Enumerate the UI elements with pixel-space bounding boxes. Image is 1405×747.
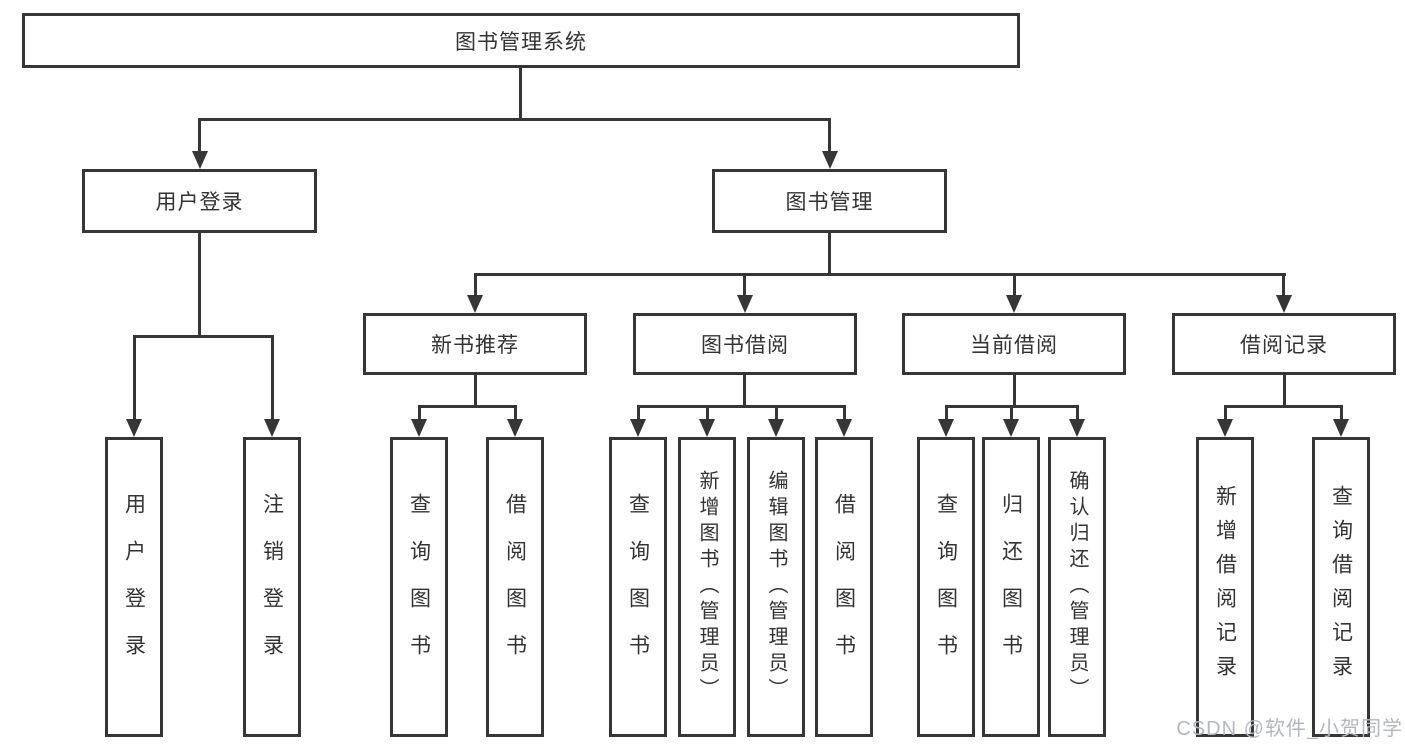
node-current-borrowing-label: 当前借阅 — [970, 334, 1058, 357]
leaf-add-borrow-record-label: 新增借阅记录 — [1213, 485, 1237, 689]
connector-line — [1013, 273, 1016, 295]
leaf-query-borrow-record-label: 查询借阅记录 — [1329, 485, 1353, 689]
arrow-down-icon — [1217, 419, 1233, 437]
leaf-query-books-borrowing: 查询图书 — [609, 437, 667, 737]
connector-line — [945, 405, 948, 419]
arrow-down-icon — [822, 151, 838, 169]
leaf-add-borrow-record: 新增借阅记录 — [1196, 437, 1254, 737]
connector-line — [1010, 405, 1013, 419]
connector-line — [775, 405, 778, 419]
leaf-borrow-books-recommend-label: 借阅图书 — [503, 493, 527, 681]
node-book-management-label: 图书管理 — [785, 191, 874, 214]
node-user-login: 用户登录 — [82, 169, 317, 233]
connector-line — [828, 118, 831, 152]
arrow-down-icon — [836, 419, 852, 437]
connector-line — [1282, 273, 1285, 295]
leaf-query-books-recommend: 查询图书 — [390, 437, 448, 737]
leaf-borrow-books-borrowing-label: 借阅图书 — [832, 493, 856, 681]
leaf-return-books-label: 归还图书 — [999, 493, 1023, 681]
leaf-edit-book-admin: 编辑图书（管理员） — [747, 437, 805, 737]
arrow-down-icon — [1276, 295, 1292, 313]
connector-line — [198, 118, 831, 121]
connector-line — [519, 68, 522, 118]
node-book-borrowing-label: 图书借阅 — [701, 334, 789, 357]
arrow-down-icon — [192, 151, 208, 169]
connector-line — [271, 335, 274, 419]
connector-line — [474, 273, 477, 295]
connector-line — [706, 405, 709, 419]
leaf-query-books-borrowing-label: 查询图书 — [626, 493, 650, 681]
arrow-down-icon — [411, 419, 427, 437]
node-new-book-recommendation-label: 新书推荐 — [431, 334, 519, 357]
arrow-down-icon — [507, 419, 523, 437]
node-root: 图书管理系统 — [22, 13, 1020, 68]
connector-line — [743, 273, 746, 295]
connector-line — [514, 405, 517, 419]
connector-line — [1013, 375, 1016, 405]
arrow-down-icon — [699, 419, 715, 437]
connector-line — [1076, 405, 1079, 419]
leaf-user-login: 用户登录 — [105, 437, 163, 737]
arrow-down-icon — [768, 419, 784, 437]
leaf-add-book-admin-label: 新增图书（管理员） — [696, 470, 718, 704]
arrow-down-icon — [1069, 419, 1085, 437]
leaf-edit-book-admin-label: 编辑图书（管理员） — [765, 470, 787, 704]
leaf-query-books-current-label: 查询图书 — [934, 493, 958, 681]
arrow-down-icon — [737, 295, 753, 313]
leaf-query-books-recommend-label: 查询图书 — [407, 493, 431, 681]
node-borrowing-records: 借阅记录 — [1172, 313, 1396, 375]
arrow-down-icon — [1333, 419, 1349, 437]
connector-line — [1340, 405, 1343, 419]
connector-line — [133, 335, 136, 419]
connector-line — [133, 335, 274, 338]
connector-line — [1283, 375, 1286, 405]
leaf-confirm-return-admin-label: 确认归还（管理员） — [1066, 470, 1088, 704]
node-current-borrowing: 当前借阅 — [902, 313, 1126, 375]
arrow-down-icon — [1006, 295, 1022, 313]
leaf-confirm-return-admin: 确认归还（管理员） — [1048, 437, 1106, 737]
arrow-down-icon — [938, 419, 954, 437]
node-book-borrowing: 图书借阅 — [633, 313, 857, 375]
arrow-down-icon — [630, 419, 646, 437]
connector-line — [828, 233, 831, 273]
leaf-query-books-current: 查询图书 — [917, 437, 975, 737]
connector-line — [418, 405, 517, 408]
node-borrowing-records-label: 借阅记录 — [1240, 334, 1328, 357]
arrow-down-icon — [264, 419, 280, 437]
connector-line — [418, 405, 421, 419]
connector-line — [474, 375, 477, 405]
connector-line — [198, 233, 201, 335]
connector-line — [843, 405, 846, 419]
connector-line — [743, 375, 746, 405]
connector-line — [474, 273, 1286, 276]
connector-line — [1224, 405, 1343, 408]
leaf-query-borrow-record: 查询借阅记录 — [1312, 437, 1370, 737]
leaf-user-login-label: 用户登录 — [122, 493, 146, 681]
node-user-login-label: 用户登录 — [155, 191, 244, 214]
arrow-down-icon — [126, 419, 142, 437]
node-new-book-recommendation: 新书推荐 — [363, 313, 587, 375]
leaf-logout: 注销登录 — [243, 437, 301, 737]
csdn-watermark: CSDN @软件_小贺同学 — [1176, 718, 1403, 740]
connector-line — [198, 118, 201, 152]
leaf-borrow-books-recommend: 借阅图书 — [486, 437, 544, 737]
leaf-add-book-admin: 新增图书（管理员） — [678, 437, 736, 737]
node-root-label: 图书管理系统 — [455, 30, 587, 54]
leaf-borrow-books-borrowing: 借阅图书 — [815, 437, 873, 737]
leaf-logout-label: 注销登录 — [260, 493, 284, 681]
connector-line — [1224, 405, 1227, 419]
connector-line — [637, 405, 640, 419]
arrow-down-icon — [1003, 419, 1019, 437]
connector-line — [637, 405, 846, 408]
arrow-down-icon — [467, 295, 483, 313]
leaf-return-books: 归还图书 — [982, 437, 1040, 737]
node-book-management: 图书管理 — [712, 169, 947, 233]
